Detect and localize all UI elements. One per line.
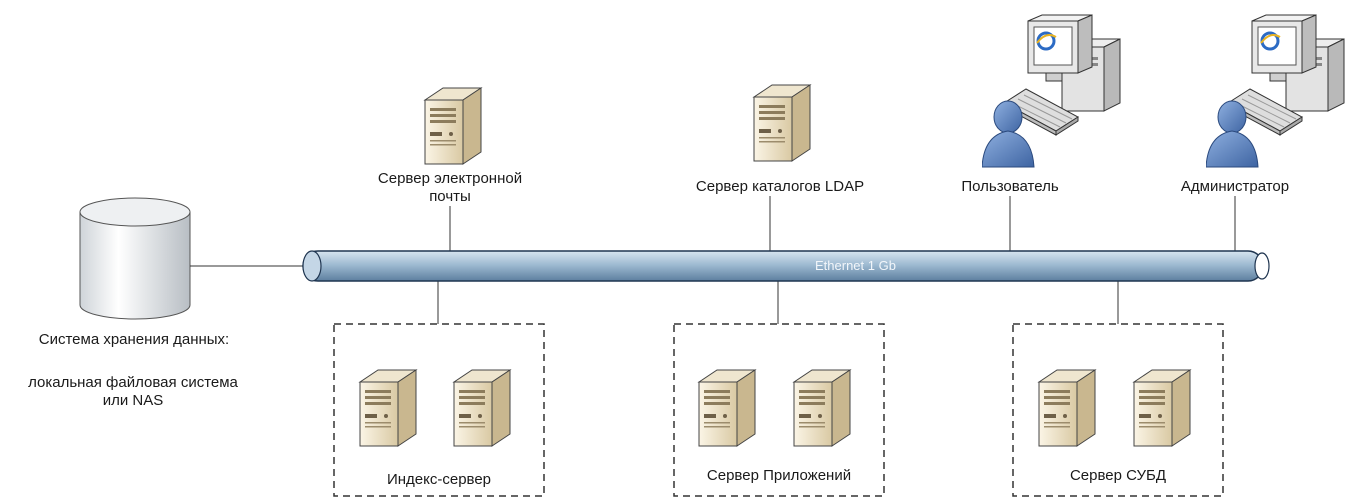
server-icon bbox=[424, 87, 482, 165]
app-group-box bbox=[673, 323, 885, 497]
server-icon bbox=[359, 369, 417, 447]
index-group-box bbox=[333, 323, 545, 497]
app-group-label: Сервер Приложений bbox=[706, 467, 852, 484]
mail-server-label-line2: почты bbox=[429, 188, 471, 205]
mail-server-label-line1: Сервер электронной bbox=[377, 170, 523, 187]
storage-line1: локальная файловая система bbox=[28, 374, 238, 391]
dbms-group-box bbox=[1012, 323, 1224, 497]
ldap-server-label: Сервер каталогов LDAP bbox=[695, 178, 865, 195]
database-icon bbox=[79, 197, 191, 320]
server-icon bbox=[1038, 369, 1096, 447]
storage-title: Система хранения данных: bbox=[38, 331, 230, 348]
bus-label: Ethernet 1 Gb bbox=[815, 258, 896, 273]
dbms-group-label: Сервер СУБД bbox=[1069, 467, 1167, 484]
server-icon bbox=[753, 84, 811, 162]
ethernet-bus bbox=[302, 250, 1270, 282]
server-icon bbox=[1133, 369, 1191, 447]
storage-line2: или NAS bbox=[102, 392, 164, 409]
workstation-icon bbox=[1206, 13, 1346, 169]
admin-label: Администратор bbox=[1180, 178, 1290, 195]
server-icon bbox=[453, 369, 511, 447]
server-icon bbox=[698, 369, 756, 447]
index-group-label: Индекс-сервер bbox=[386, 471, 492, 488]
workstation-icon bbox=[982, 13, 1122, 169]
server-icon bbox=[793, 369, 851, 447]
user-label: Пользователь bbox=[961, 178, 1059, 195]
